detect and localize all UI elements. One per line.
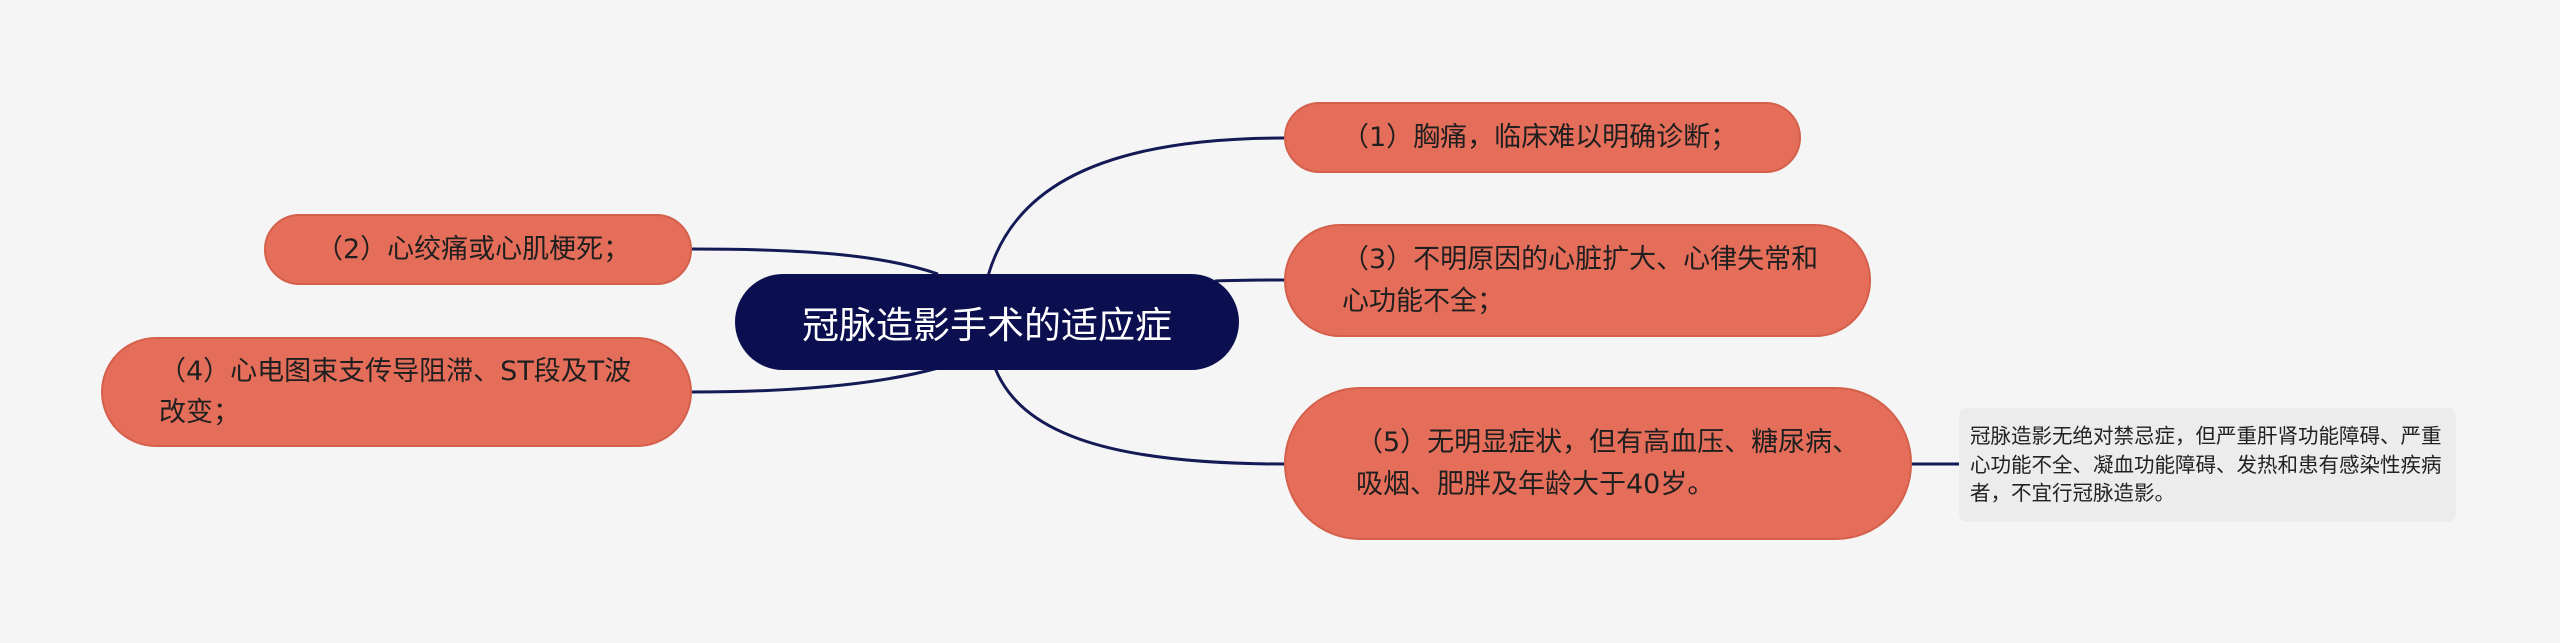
central-topic[interactable]: 冠脉造影手术的适应症 (735, 274, 1239, 370)
branch-label: （1）胸痛，临床难以明确诊断； (1342, 121, 1738, 153)
leaf-note-contraindications[interactable]: 冠脉造影无绝对禁忌症，但严重肝肾功能障碍、严重心功能不全、凝血功能障碍、发热和患… (1959, 408, 2456, 522)
connector-branch-2 (691, 247, 939, 276)
branch-label: （2）心绞痛或心肌梗死； (316, 233, 631, 265)
branch-node-asymptomatic-risk[interactable]: （5）无明显症状，但有高血压、糖尿病、吸烟、肥胖及年龄大于40岁。 (1284, 387, 1912, 540)
connector-branch-1 (986, 136, 1285, 277)
branch-node-chest-pain[interactable]: （1）胸痛，临床难以明确诊断； (1284, 102, 1801, 173)
central-topic-label: 冠脉造影手术的适应症 (802, 304, 1172, 347)
branch-label: （4）心电图束支传导阻滞、ST段及T波改变； (159, 355, 632, 428)
branch-label: （3）不明原因的心脏扩大、心律失常和心功能不全； (1342, 244, 1819, 317)
branch-node-ecg-changes[interactable]: （4）心电图束支传导阻滞、ST段及T波改变； (101, 337, 692, 447)
branch-label: （5）无明显症状，但有高血压、糖尿病、吸烟、肥胖及年龄大于40岁。 (1356, 427, 1860, 500)
connector-branch-5 (993, 367, 1285, 466)
leaf-note-text: 冠脉造影无绝对禁忌症，但严重肝肾功能障碍、严重心功能不全、凝血功能障碍、发热和患… (1970, 423, 2442, 506)
connector-branch-4 (691, 366, 939, 394)
connector-branch-3 (1214, 278, 1285, 283)
branch-node-angina[interactable]: （2）心绞痛或心肌梗死； (264, 214, 692, 285)
branch-node-cardiac-enlargement[interactable]: （3）不明原因的心脏扩大、心律失常和心功能不全； (1284, 224, 1871, 337)
